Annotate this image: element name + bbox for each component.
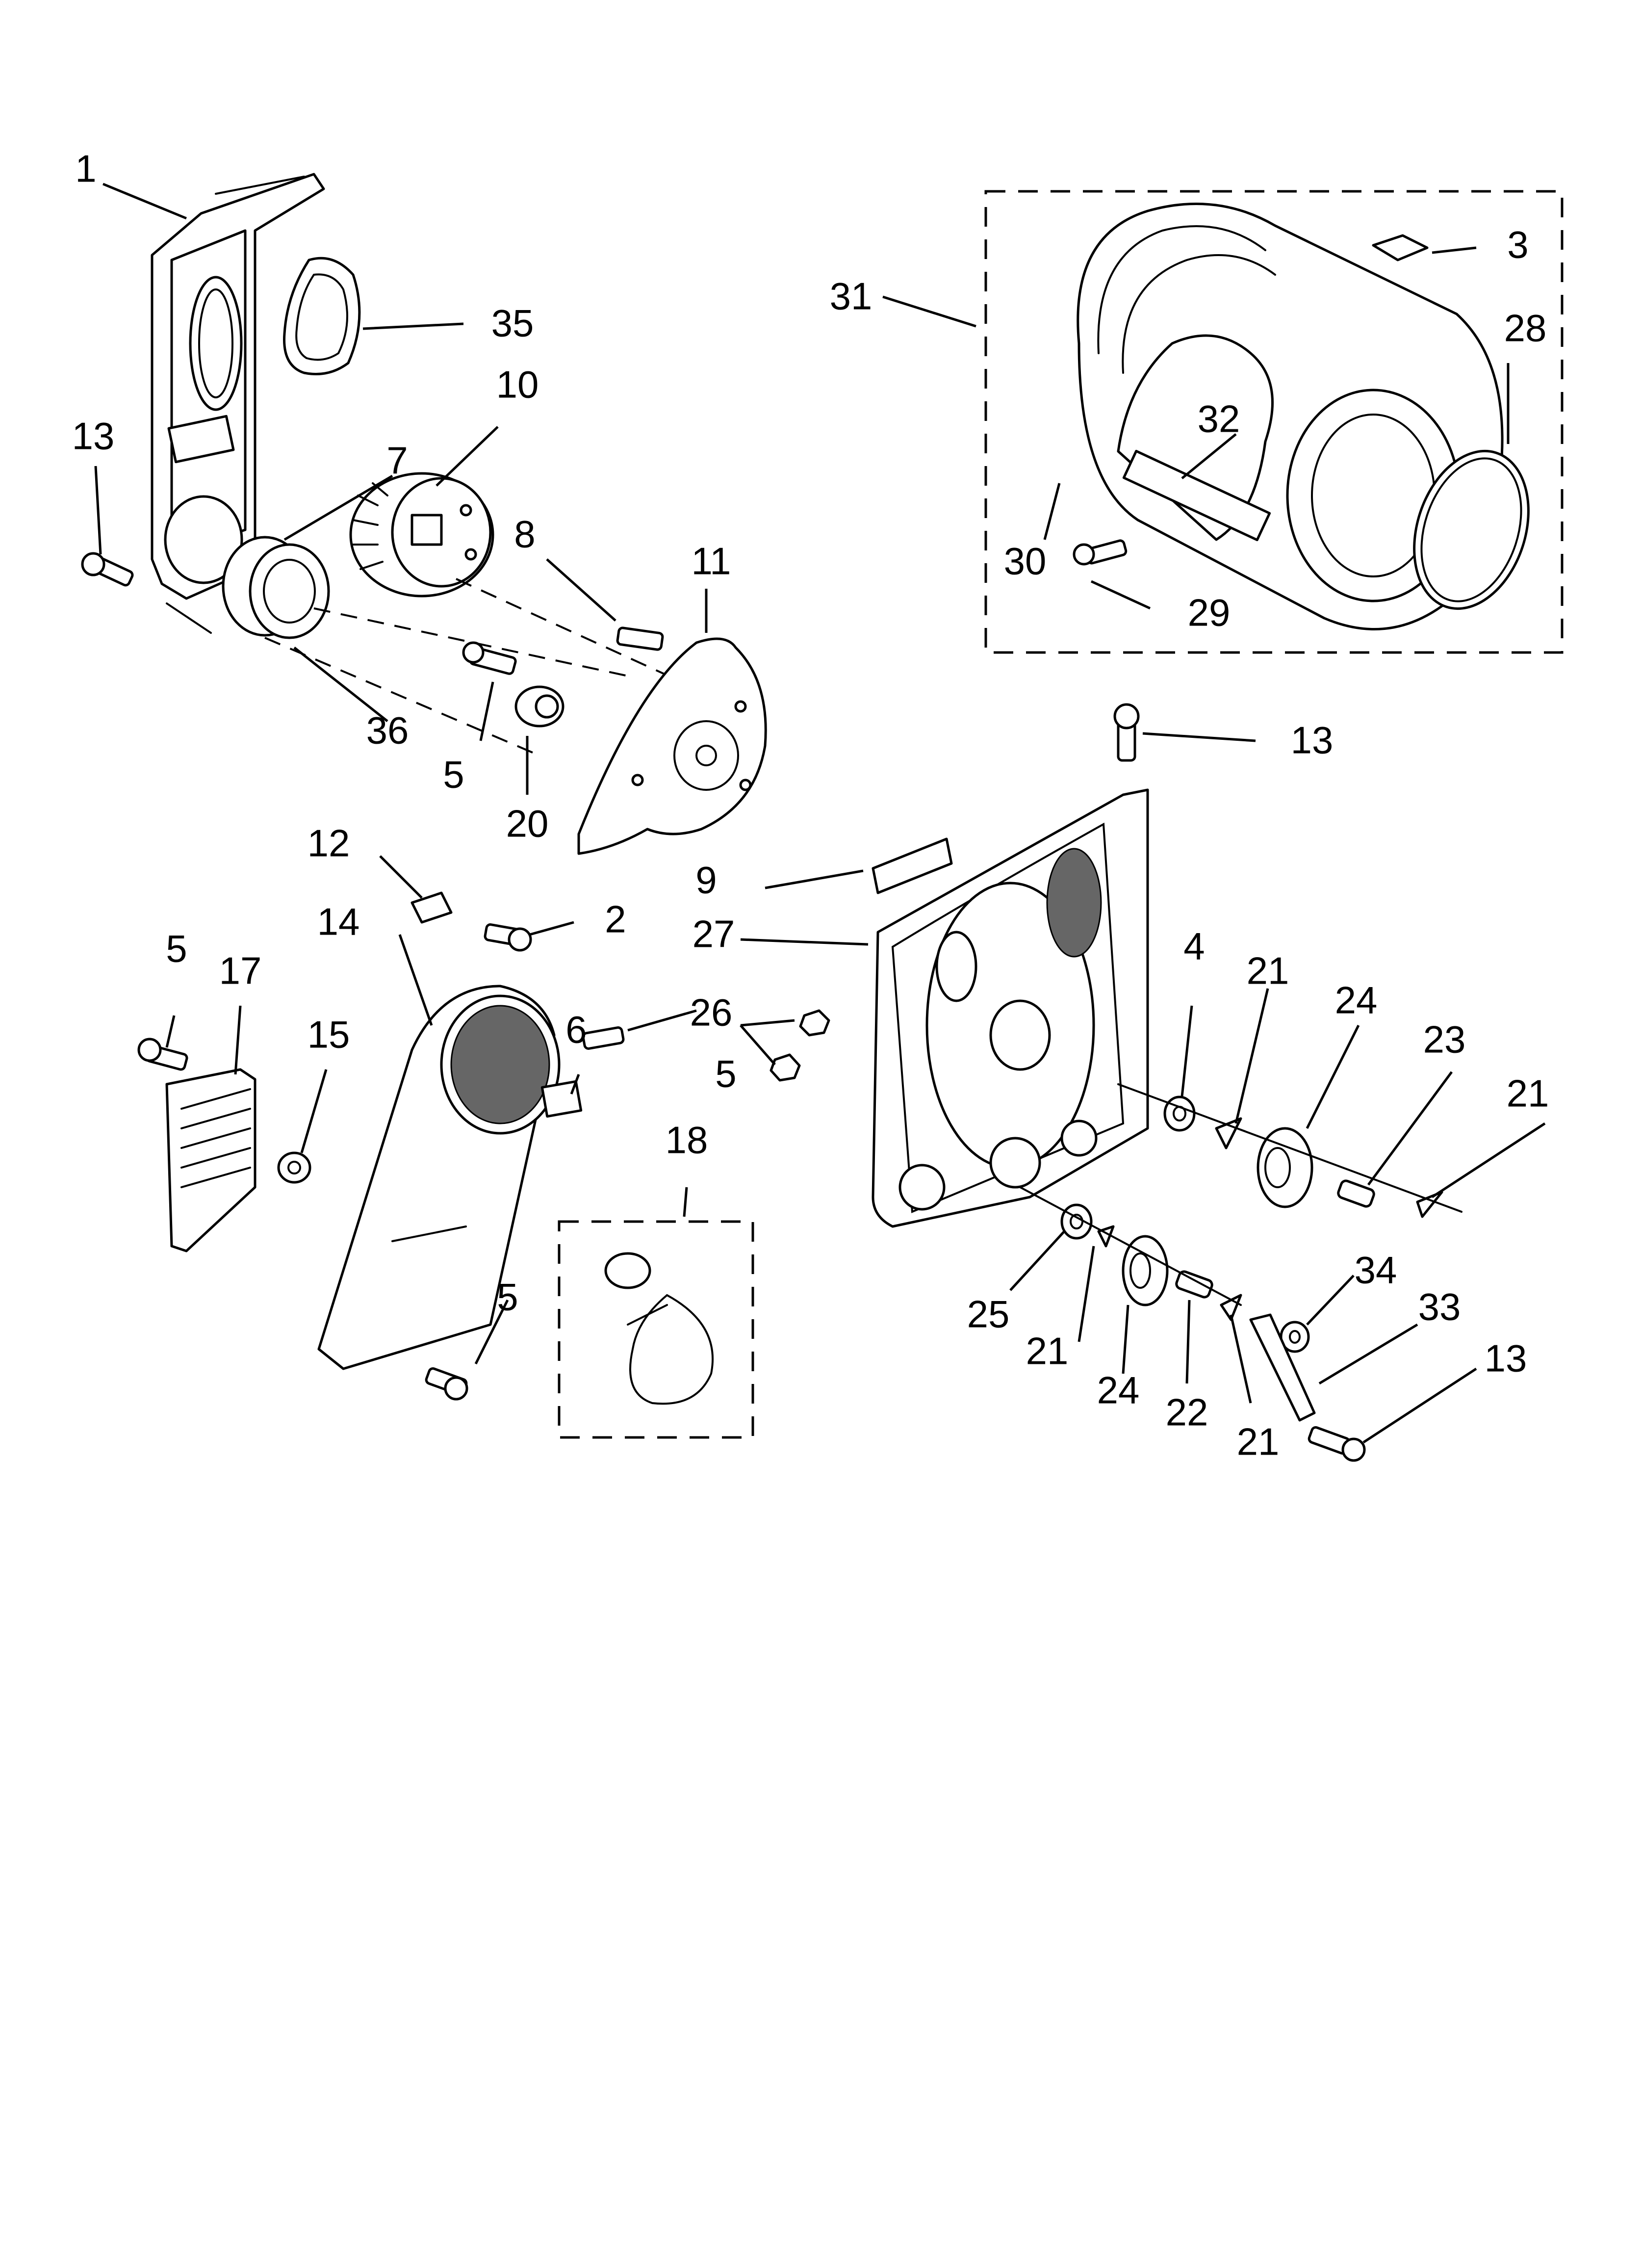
callout-label: 25 <box>967 1293 1010 1336</box>
callout-label: 33 <box>1418 1285 1461 1329</box>
screw-part <box>484 923 532 952</box>
thermostat-part <box>540 1080 583 1118</box>
screw-part <box>616 626 664 651</box>
leader-line <box>474 1230 1477 1444</box>
screw-part <box>1308 1426 1366 1462</box>
callout-label: 23 <box>1423 1018 1466 1061</box>
screw-part <box>1113 703 1140 762</box>
callout-label: 6 <box>565 1008 587 1051</box>
bearing-part <box>222 536 330 639</box>
wire-kit-boundary <box>558 1220 754 1439</box>
leader-line <box>165 855 869 1153</box>
leader-line <box>882 246 1510 742</box>
blower-wheel-part <box>349 472 494 598</box>
callout-label: 20 <box>506 802 549 845</box>
felt-part <box>872 837 953 894</box>
thermostat-part <box>514 685 564 728</box>
washer-part <box>1163 1095 1196 1132</box>
screw-part <box>81 552 134 587</box>
nut-part <box>770 1009 830 1082</box>
callout-label: 2 <box>605 898 626 941</box>
callout-label: 13 <box>72 415 115 458</box>
callout-label: 7 <box>386 439 408 482</box>
callout-label: 5 <box>443 753 464 796</box>
callout-label: 9 <box>695 859 717 902</box>
callout-label: 11 <box>692 540 731 583</box>
assembly-line <box>1117 1083 1462 1213</box>
callout-label: 22 <box>1166 1391 1208 1434</box>
thermal-fuse-part <box>277 1151 311 1184</box>
callout-label: 14 <box>317 900 360 943</box>
roller-shaft-part <box>1175 1179 1375 1299</box>
callout-label: 27 <box>693 912 735 956</box>
callout-label: 13 <box>1291 719 1334 762</box>
wire-kit-part <box>604 1252 714 1405</box>
screw-part <box>137 1038 188 1071</box>
callout-label: 13 <box>1485 1337 1527 1380</box>
assembly-line <box>264 637 540 756</box>
retainer-clip-part <box>1097 1117 1443 1321</box>
assembly-line <box>1019 1186 1242 1306</box>
leader-line <box>683 988 1546 1217</box>
clip-part <box>1372 234 1429 261</box>
callout-label: 21 <box>1237 1420 1280 1463</box>
strap-part <box>410 891 453 924</box>
screw-part <box>582 1026 625 1050</box>
screw-part <box>462 641 517 675</box>
callout-label: 30 <box>1004 540 1047 583</box>
rear-bulkhead-part <box>872 788 1149 1228</box>
heater-duct-part <box>317 985 561 1370</box>
callout-label: 5 <box>166 927 187 970</box>
roller-bracket-part <box>1249 1313 1316 1422</box>
heater-part <box>165 1068 257 1252</box>
callout-label: 29 <box>1188 591 1231 634</box>
callout-label: 26 <box>690 991 733 1034</box>
callouts: 1 35 10 13 7 8 11 36 5 20 31 3 28 32 30 … <box>72 147 1549 1463</box>
callout-label: 32 <box>1198 397 1240 441</box>
callout-label: 5 <box>497 1276 518 1319</box>
callout-label: 36 <box>366 709 409 752</box>
callout-label: 21 <box>1507 1072 1549 1115</box>
callout-label: 34 <box>1355 1249 1397 1292</box>
drum-roller-part <box>1122 1127 1313 1306</box>
callout-label: 8 <box>514 513 535 556</box>
drum-seal-part <box>1413 449 1530 610</box>
callout-label: 12 <box>308 822 350 865</box>
callout-label: 3 <box>1507 223 1528 266</box>
blower-housing-part <box>577 637 767 855</box>
callout-label: 17 <box>219 949 262 992</box>
front-panel-part <box>151 173 325 634</box>
callout-label: 15 <box>308 1013 350 1056</box>
seal-part <box>283 257 361 375</box>
callout-label: 21 <box>1026 1330 1069 1373</box>
callout-label: 5 <box>715 1052 736 1095</box>
callout-label: 10 <box>496 363 539 406</box>
screw-part <box>1073 539 1128 566</box>
assembly-line <box>456 578 682 683</box>
callout-label: 24 <box>1097 1369 1140 1412</box>
callout-label: 28 <box>1504 307 1547 350</box>
screw-part <box>425 1367 468 1401</box>
leader-line <box>94 182 708 795</box>
washer-part <box>1060 1203 1093 1240</box>
callout-label: 24 <box>1335 979 1378 1022</box>
callout-label: 35 <box>491 302 534 345</box>
callout-label: 18 <box>666 1119 708 1162</box>
callout-label: 21 <box>1247 949 1289 992</box>
callout-label: 4 <box>1183 925 1205 968</box>
drum-part <box>1077 202 1504 630</box>
callout-label: 1 <box>75 147 96 190</box>
callout-label: 31 <box>830 275 872 318</box>
